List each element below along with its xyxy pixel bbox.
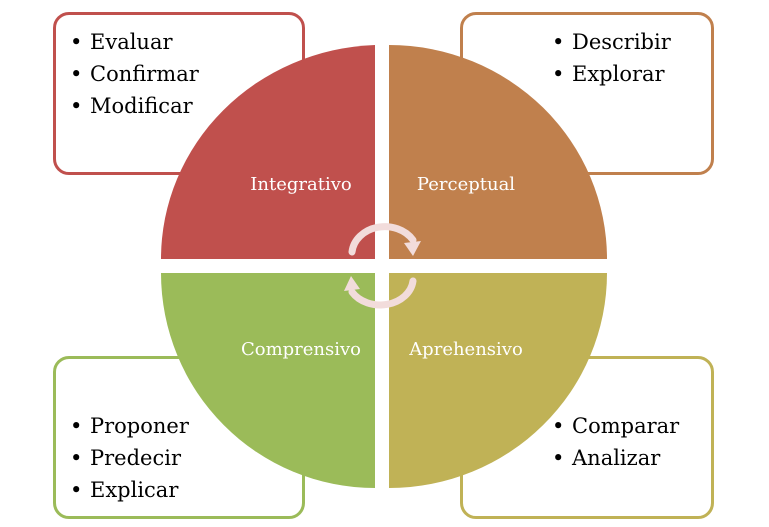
quadrant-label-integrativo: Integrativo [250, 174, 351, 195]
cycle-arrow-top [348, 223, 417, 256]
list-item: • Explicar [70, 474, 189, 506]
list-item: • Predecir [70, 442, 189, 474]
quadrant-label-perceptual: Perceptual [417, 174, 515, 195]
list-integrativo: • Evaluar • Confirmar • Modificar [70, 26, 199, 122]
list-item: • Confirmar [70, 58, 199, 90]
list-item-label: Describir [572, 30, 671, 54]
bullet-icon: • [552, 30, 565, 54]
list-item-label: Proponer [90, 414, 189, 438]
quadrant-aprehensivo [389, 273, 607, 488]
list-comprensivo: • Proponer • Predecir • Explicar [70, 410, 189, 506]
quadrant-integrativo [160, 45, 375, 259]
list-item: • Comparar [552, 410, 679, 442]
quadrant-label-comprensivo: Comprensivo [241, 339, 361, 360]
cycle-arrows-icon [344, 223, 421, 309]
list-item: • Analizar [552, 442, 679, 474]
bullet-icon: • [70, 478, 83, 502]
cycle-arrow-bottom [348, 277, 417, 309]
list-item: • Proponer [70, 410, 189, 442]
bullet-icon: • [70, 446, 83, 470]
quadrant-perceptual [389, 45, 607, 259]
list-item-label: Modificar [90, 94, 193, 118]
list-item: • Describir [552, 26, 671, 58]
list-item-label: Predecir [90, 446, 181, 470]
list-item-label: Analizar [572, 446, 661, 470]
bullet-icon: • [70, 30, 83, 54]
bullet-icon: • [552, 414, 565, 438]
list-item: • Evaluar [70, 26, 199, 58]
bullet-icon: • [70, 62, 83, 86]
quadrant-label-aprehensivo: Aprehensivo [408, 339, 523, 360]
list-item: • Modificar [70, 90, 199, 122]
list-item-label: Explicar [90, 478, 179, 502]
bullet-icon: • [70, 94, 83, 118]
bullet-icon: • [552, 446, 565, 470]
bullet-icon: • [552, 62, 565, 86]
list-item-label: Evaluar [90, 30, 173, 54]
cycle-arrowhead-top [404, 241, 421, 256]
list-perceptual: • Describir • Explorar [552, 26, 671, 90]
list-item-label: Confirmar [90, 62, 199, 86]
bullet-icon: • [70, 414, 83, 438]
list-aprehensivo: • Comparar • Analizar [552, 410, 679, 474]
list-item-label: Explorar [572, 62, 665, 86]
list-item-label: Comparar [572, 414, 680, 438]
list-item: • Explorar [552, 58, 671, 90]
cycle-arrowhead-bottom [344, 276, 360, 291]
quadrant-comprensivo [161, 273, 375, 488]
